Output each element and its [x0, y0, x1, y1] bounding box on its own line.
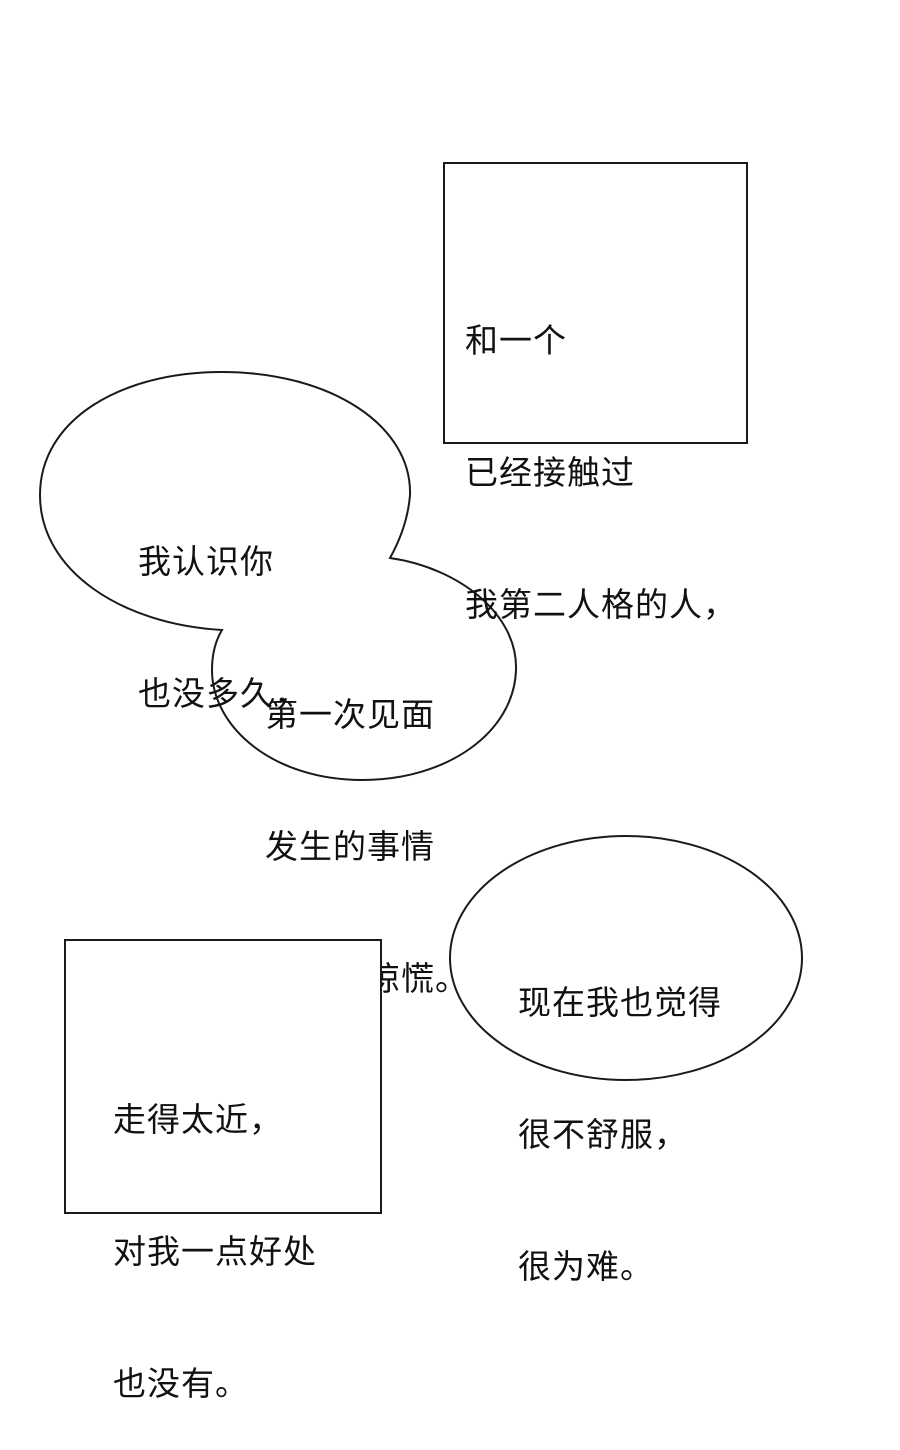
top-caption-box — [443, 162, 748, 444]
bubble-line: 我认识你 — [138, 542, 274, 581]
bottom-caption-text: 走得太近， 对我一点好处 也没有。 — [113, 1010, 317, 1450]
bubble-line: 发生的事情 — [265, 827, 435, 866]
bubble-line: 很不舒服， — [518, 1115, 688, 1154]
bubble-line: 现在我也觉得 — [518, 983, 722, 1022]
bubble-line: 也没多久， — [138, 674, 308, 713]
right-speech-bubble — [449, 835, 803, 1081]
left-bubble-text-upper: 我认识你 也没多久， — [138, 452, 308, 760]
caption-line: 已经接触过 — [465, 453, 635, 492]
caption-line: 我第二人格的人， — [465, 585, 737, 624]
speech-bubbles-layer — [38, 370, 803, 1081]
bubble-line: 第一次见面 — [265, 695, 435, 734]
top-caption-text: 和一个 已经接触过 我第二人格的人， — [465, 231, 737, 671]
bubble-line: 很为难。 — [518, 1247, 654, 1286]
right-bubble-text: 现在我也觉得 很不舒服， 很为难。 — [518, 893, 722, 1333]
bottom-caption-box — [64, 939, 382, 1214]
caption-line: 走得太近， — [113, 1100, 283, 1139]
caption-line: 对我一点好处 — [113, 1232, 317, 1271]
caption-line: 也没有。 — [113, 1364, 249, 1403]
left-speech-bubble — [38, 370, 518, 782]
caption-line: 和一个 — [465, 321, 567, 360]
